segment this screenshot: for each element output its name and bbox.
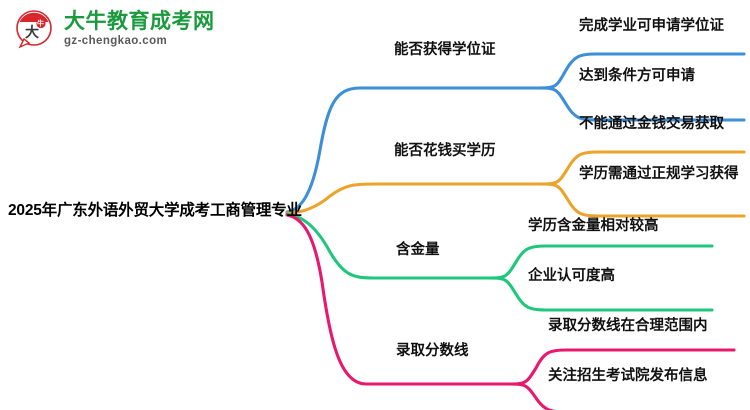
logo-text-block: 大牛教育成考网 gz-chengkao.com bbox=[64, 11, 215, 48]
branch-label-gold-content[interactable]: 含金量 bbox=[396, 242, 440, 258]
site-logo: 大 牛 大牛教育成考网 gz-chengkao.com bbox=[14, 8, 215, 50]
branch-label-buy-diploma[interactable]: 能否花钱买学历 bbox=[394, 143, 496, 159]
leaf-node-2-1[interactable]: 不能通过金钱交易获取 bbox=[579, 116, 724, 132]
svg-text:牛: 牛 bbox=[37, 19, 44, 28]
leaf-node-4-2[interactable]: 关注招生考试院发布信息 bbox=[548, 368, 708, 384]
leaf-node-1-1[interactable]: 完成学业可申请学位证 bbox=[579, 18, 724, 34]
logo-badge-icon: 大 牛 bbox=[14, 8, 56, 50]
leaf-node-4-1[interactable]: 录取分数线在合理范围内 bbox=[548, 318, 708, 334]
branch-label-degree-certificate[interactable]: 能否获得学位证 bbox=[394, 42, 496, 58]
leaf-node-2-2[interactable]: 学历需通过正规学习获得 bbox=[579, 166, 739, 182]
logo-title: 大牛教育成考网 bbox=[64, 9, 215, 33]
leaf-node-1-2[interactable]: 达到条件方可申请 bbox=[579, 68, 695, 84]
svg-text:大: 大 bbox=[25, 24, 39, 41]
logo-subtitle: gz-chengkao.com bbox=[64, 34, 168, 47]
branch-label-admission-score[interactable]: 录取分数线 bbox=[396, 343, 469, 359]
leaf-node-3-1[interactable]: 学历含金量相对较高 bbox=[528, 218, 659, 234]
root-node-label[interactable]: 2025年广东外语外贸大学成考工商管理专业 bbox=[8, 202, 302, 219]
leaf-node-3-2[interactable]: 企业认可度高 bbox=[528, 268, 615, 284]
